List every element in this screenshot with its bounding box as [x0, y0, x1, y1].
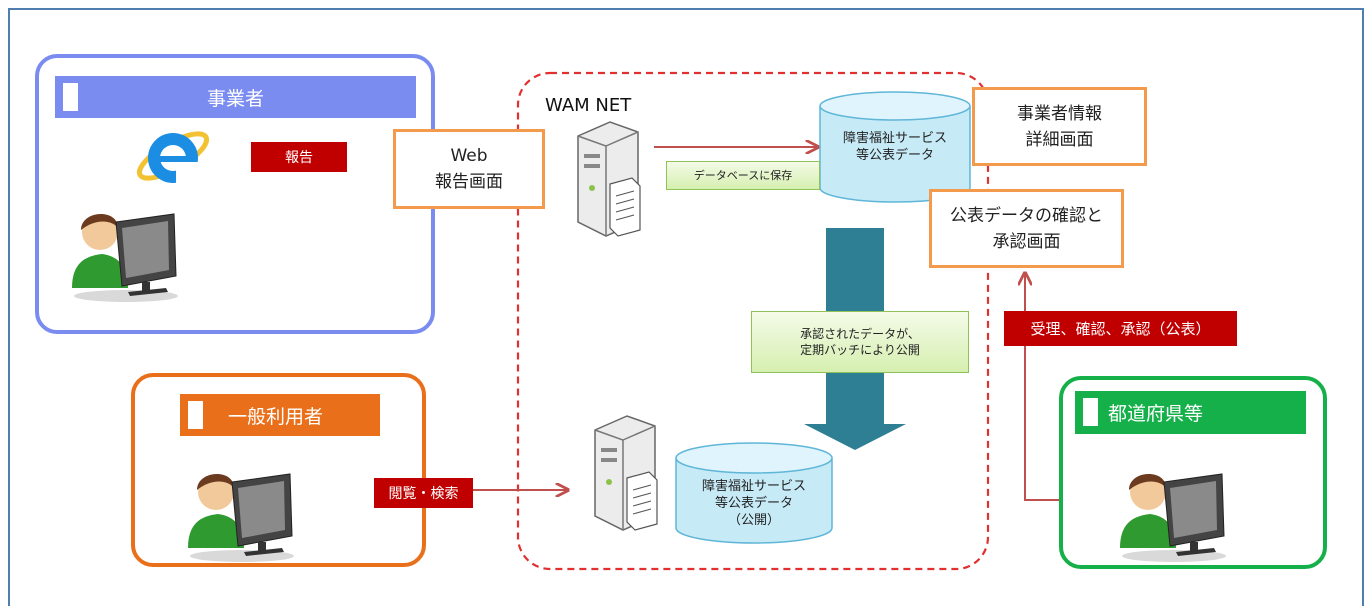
providers-header: 事業者: [55, 76, 416, 118]
providers-title: 事業者: [206, 87, 264, 110]
save-note: データベースに保存: [666, 161, 820, 190]
general-users-title: 一般利用者: [228, 405, 324, 428]
report-tag: 報告: [251, 142, 347, 172]
header-marker: [1083, 398, 1098, 426]
db-main-label: 障害福祉サービス 等公表データ: [842, 131, 947, 163]
wam-net-label: WAM NET: [545, 95, 632, 116]
wam-net-area: [516, 71, 990, 571]
browse-tag: 閲覧・検索: [374, 478, 473, 508]
outer-frame: [8, 8, 1364, 606]
header-marker: [63, 83, 78, 111]
header-marker: [188, 401, 203, 429]
batch-note: 承認されたデータが、 定期バッチにより公開: [751, 311, 969, 373]
prefectures-header: 都道府県等: [1075, 391, 1306, 434]
server-icon: [577, 121, 641, 237]
db-public-label: 障害福祉サービス 等公表データ （公開）: [701, 479, 806, 528]
database-icon: [675, 442, 833, 544]
server-icon: [594, 415, 658, 531]
general-users-header: 一般利用者: [180, 394, 380, 436]
approval-tag: 受理、確認、承認（公表）: [1004, 311, 1237, 346]
web-report-screen[interactable]: Web 報告画面: [393, 129, 545, 209]
approval-screen[interactable]: 公表データの確認と 承認画面: [929, 189, 1124, 268]
provider-detail-screen[interactable]: 事業者情報 詳細画面: [972, 87, 1147, 166]
prefectures-title: 都道府県等: [1108, 403, 1204, 425]
